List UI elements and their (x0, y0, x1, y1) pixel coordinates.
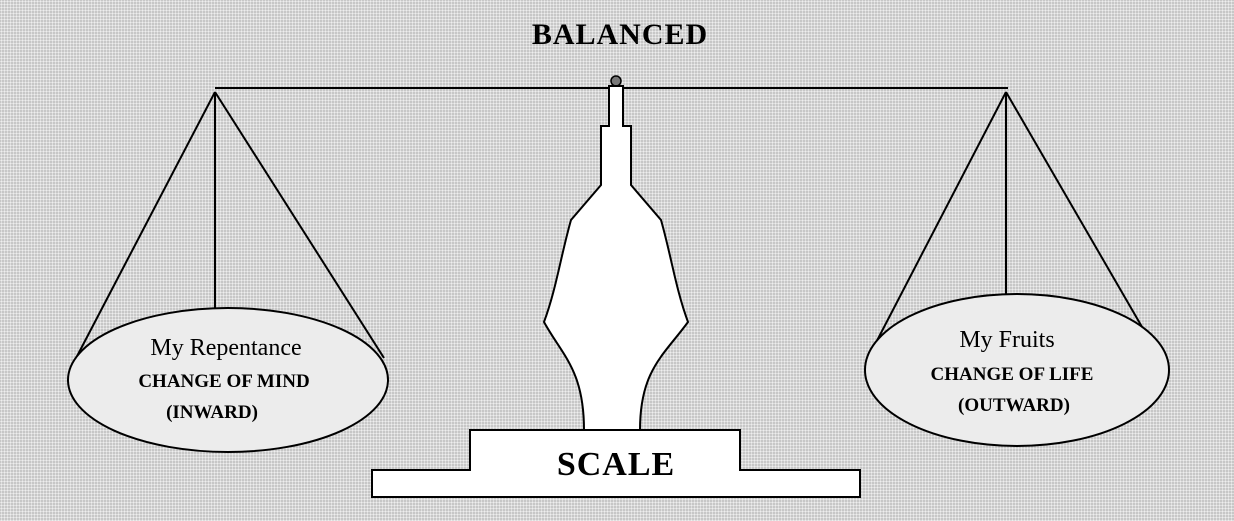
right-pan: My Fruits CHANGE OF LIFE (OUTWARD) (864, 293, 1170, 447)
title: BALANCED (532, 18, 708, 51)
base-label: SCALE (557, 446, 675, 483)
left-pan-subtitle: CHANGE OF MIND (138, 371, 309, 392)
pivot-knob (610, 75, 622, 87)
left-pan: My Repentance CHANGE OF MIND (INWARD) (67, 307, 389, 453)
right-pan-strings (867, 91, 1161, 359)
right-pan-note: (OUTWARD) (958, 395, 1070, 416)
right-pan-title: My Fruits (959, 327, 1054, 353)
scale-column (542, 85, 690, 431)
left-pan-note: (INWARD) (166, 402, 258, 423)
left-pan-title: My Repentance (150, 335, 301, 361)
scale-base (371, 429, 861, 498)
right-pan-subtitle: CHANGE OF LIFE (931, 364, 1094, 385)
left-pan-strings (73, 91, 385, 363)
